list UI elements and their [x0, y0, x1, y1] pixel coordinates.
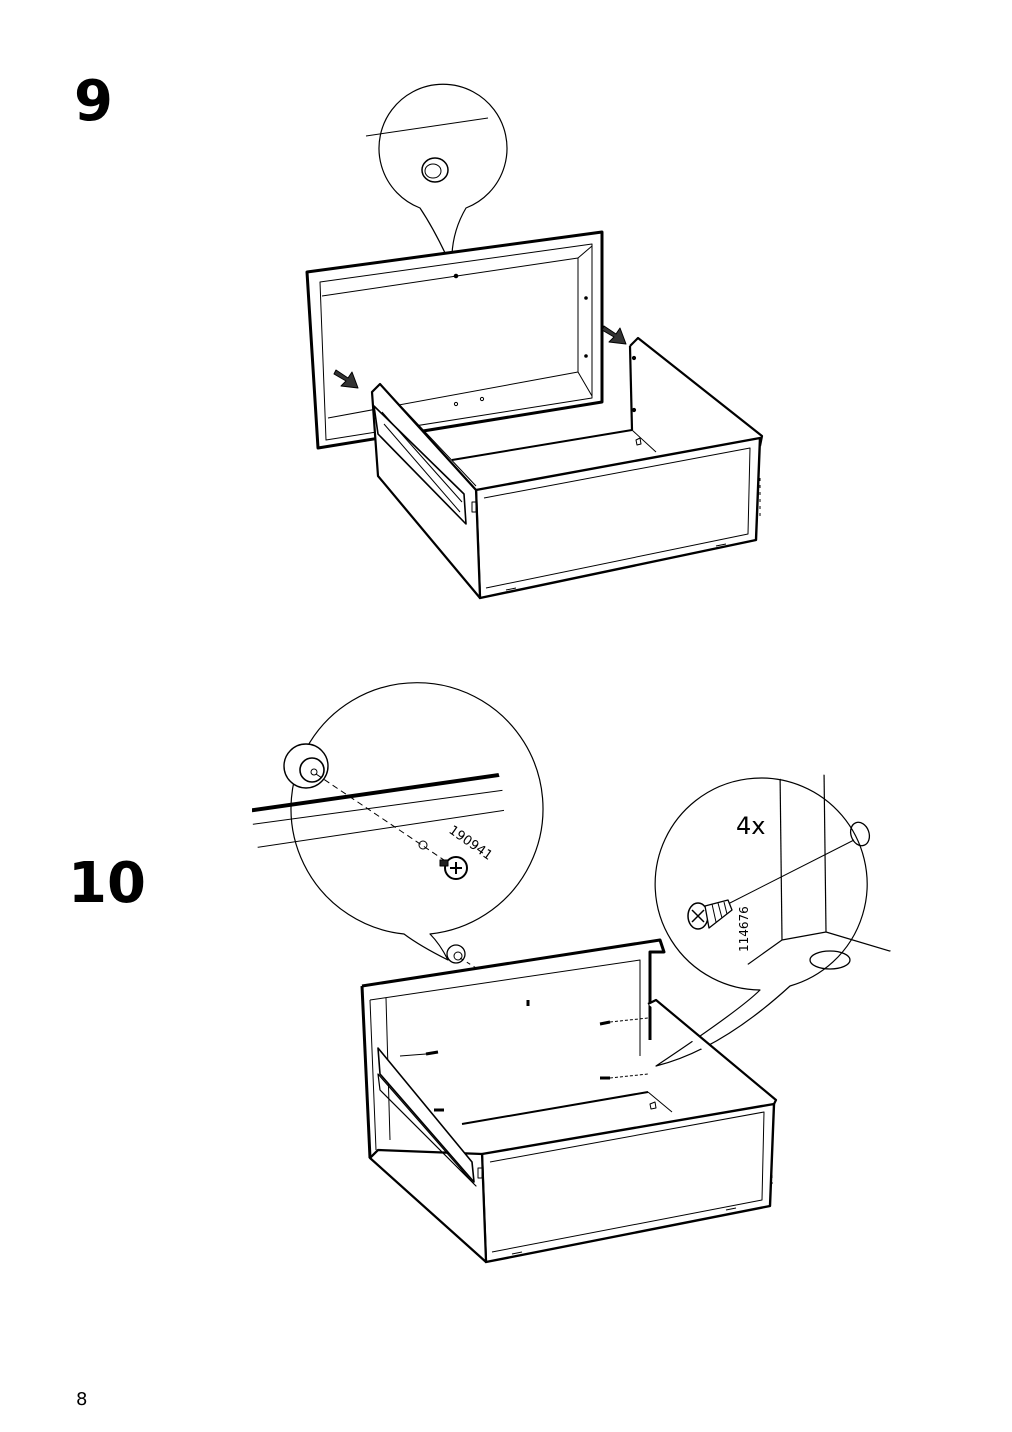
push-arrow-left-icon	[333, 369, 359, 389]
drawer-box-assembled	[368, 998, 778, 1264]
push-arrow-right-icon	[601, 325, 627, 345]
drawer-box	[370, 336, 764, 600]
detail-callout-screw-190941: 190941	[252, 682, 544, 961]
page-number: 8	[76, 1389, 88, 1410]
drawer-front-panel-assembled	[360, 938, 666, 1159]
step-number-9: 9	[74, 69, 113, 134]
screw-114676-icon	[687, 899, 733, 930]
step-number-10: 10	[68, 851, 146, 916]
part-number-114676: 114676	[737, 906, 751, 952]
detail-callout-screw-114676: 4x 114676	[654, 774, 918, 1067]
quantity-label: 4x	[736, 812, 765, 840]
